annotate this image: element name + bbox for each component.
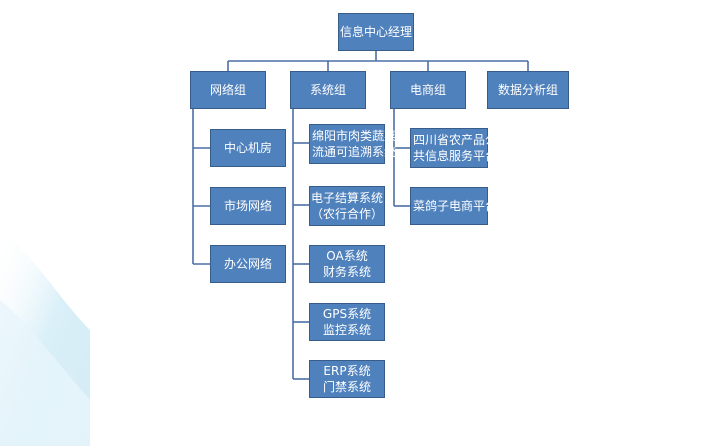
system-group-label-line-1: 系统组 (309, 83, 346, 97)
traceability-system-box: 绵阳市肉类蔬菜流通可追溯系统 (309, 124, 396, 164)
traceability-system-label-line-2: 流通可追溯系统 (312, 145, 397, 159)
market-network-box: 市场网络 (210, 187, 286, 225)
provincial-info-platform-box: 四川省农产品公共信息服务平台 (410, 128, 497, 168)
provincial-info-platform-label-line-1: 四川省农产品公 (413, 133, 498, 147)
erp-access-control-system-label-line-1: ERP系统 (323, 364, 371, 378)
e-settlement-system-label-line-2: （农行合作） (310, 207, 383, 221)
caigezi-ecommerce-label-line-1: 菜鸽子电商平台 (413, 199, 498, 213)
system-group-box: 系统组 (290, 71, 366, 109)
ecommerce-group-box: 电商组 (390, 71, 466, 109)
gps-monitoring-system-box: GPS系统监控系统 (309, 303, 385, 341)
market-network-label-line-1: 市场网络 (223, 199, 272, 213)
central-server-room-label-line-1: 中心机房 (223, 141, 272, 155)
gps-monitoring-system-label-line-1: GPS系统 (322, 307, 372, 321)
office-network-label-line-1: 办公网络 (223, 257, 272, 271)
oa-finance-system-label-line-2: 财务系统 (322, 265, 371, 279)
root-manager-label-line-1: 信息中心经理 (339, 25, 412, 39)
oa-finance-system-label-line-1: OA系统 (326, 249, 368, 263)
central-server-room-box: 中心机房 (210, 129, 286, 167)
data-analysis-group-label-line-1: 数据分析组 (497, 83, 558, 97)
office-network-box: 办公网络 (210, 245, 286, 283)
root-manager-box: 信息中心经理 (338, 13, 414, 51)
e-settlement-system-box: 电子结算系统 （农行合作） (309, 186, 385, 226)
provincial-info-platform-label-line-2: 共信息服务平台 (413, 149, 498, 163)
network-group-label-line-1: 网络组 (209, 83, 246, 97)
caigezi-ecommerce-box: 菜鸽子电商平台 (410, 187, 497, 225)
network-group-box: 网络组 (190, 71, 266, 109)
oa-finance-system-box: OA系统财务系统 (309, 245, 385, 283)
ecommerce-group-label-line-1: 电商组 (409, 83, 446, 97)
traceability-system-label-line-1: 绵阳市肉类蔬菜 (312, 129, 397, 143)
gps-monitoring-system-label-line-2: 监控系统 (322, 323, 371, 337)
erp-access-control-system-box: ERP系统门禁系统 (309, 360, 385, 398)
data-analysis-group-box: 数据分析组 (487, 71, 569, 109)
e-settlement-system-label-line-1: 电子结算系统 (310, 191, 383, 205)
erp-access-control-system-label-line-2: 门禁系统 (322, 380, 371, 394)
